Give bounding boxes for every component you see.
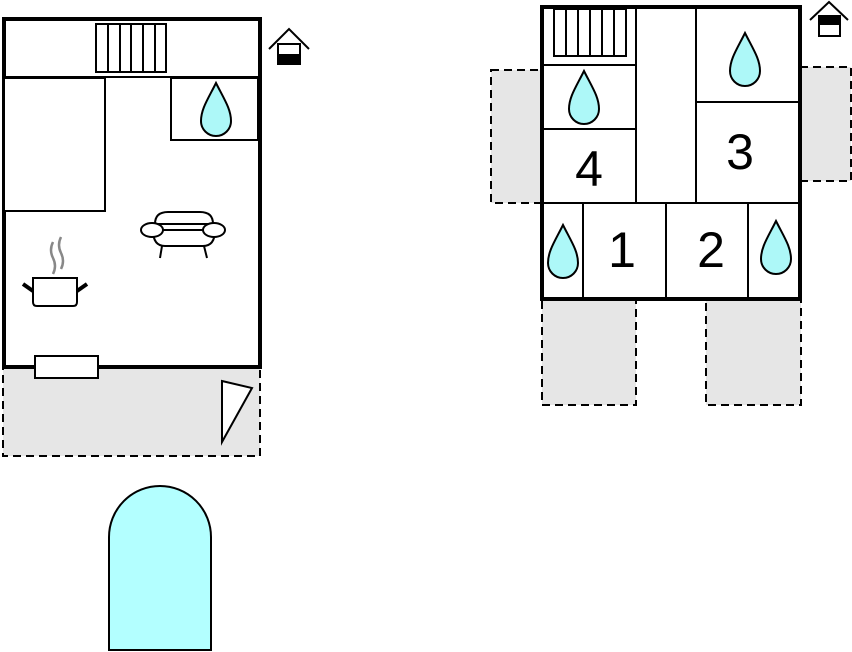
water-drop-icon [567, 68, 601, 125]
house-level-icon [809, 0, 849, 37]
room-label-2: 2 [697, 222, 725, 278]
water-drop-icon [546, 222, 580, 279]
corridor [635, 6, 697, 204]
house-level-icon [268, 27, 310, 65]
room-label-3: 3 [726, 124, 754, 180]
stairs-icon [95, 23, 167, 73]
pool [108, 485, 212, 651]
bedroom-area [3, 77, 106, 212]
terrace-left [490, 69, 542, 204]
terrace [2, 366, 261, 457]
terrace-bottom-right [705, 298, 802, 406]
terrace-right [799, 66, 852, 182]
room-label-1: 1 [608, 222, 636, 278]
water-drop-icon [759, 218, 793, 275]
stairs-icon [553, 8, 627, 57]
bedroom-1 [582, 202, 667, 300]
window [34, 355, 99, 379]
bedroom-4 [541, 128, 637, 204]
bedroom-3 [695, 101, 801, 204]
upper-floor-plan: 4 3 1 2 [490, 0, 852, 406]
room-label-4: 4 [575, 141, 603, 197]
cooking-pot-icon [21, 236, 89, 307]
sofa-icon [140, 211, 226, 259]
water-drop-icon [199, 80, 233, 137]
door [221, 379, 254, 446]
ground-floor-plan [2, 17, 310, 651]
bedroom-2 [665, 202, 749, 300]
terrace-bottom-left [541, 298, 637, 406]
upper-floor-outline-stroke [540, 5, 802, 301]
water-drop-icon [728, 30, 762, 87]
